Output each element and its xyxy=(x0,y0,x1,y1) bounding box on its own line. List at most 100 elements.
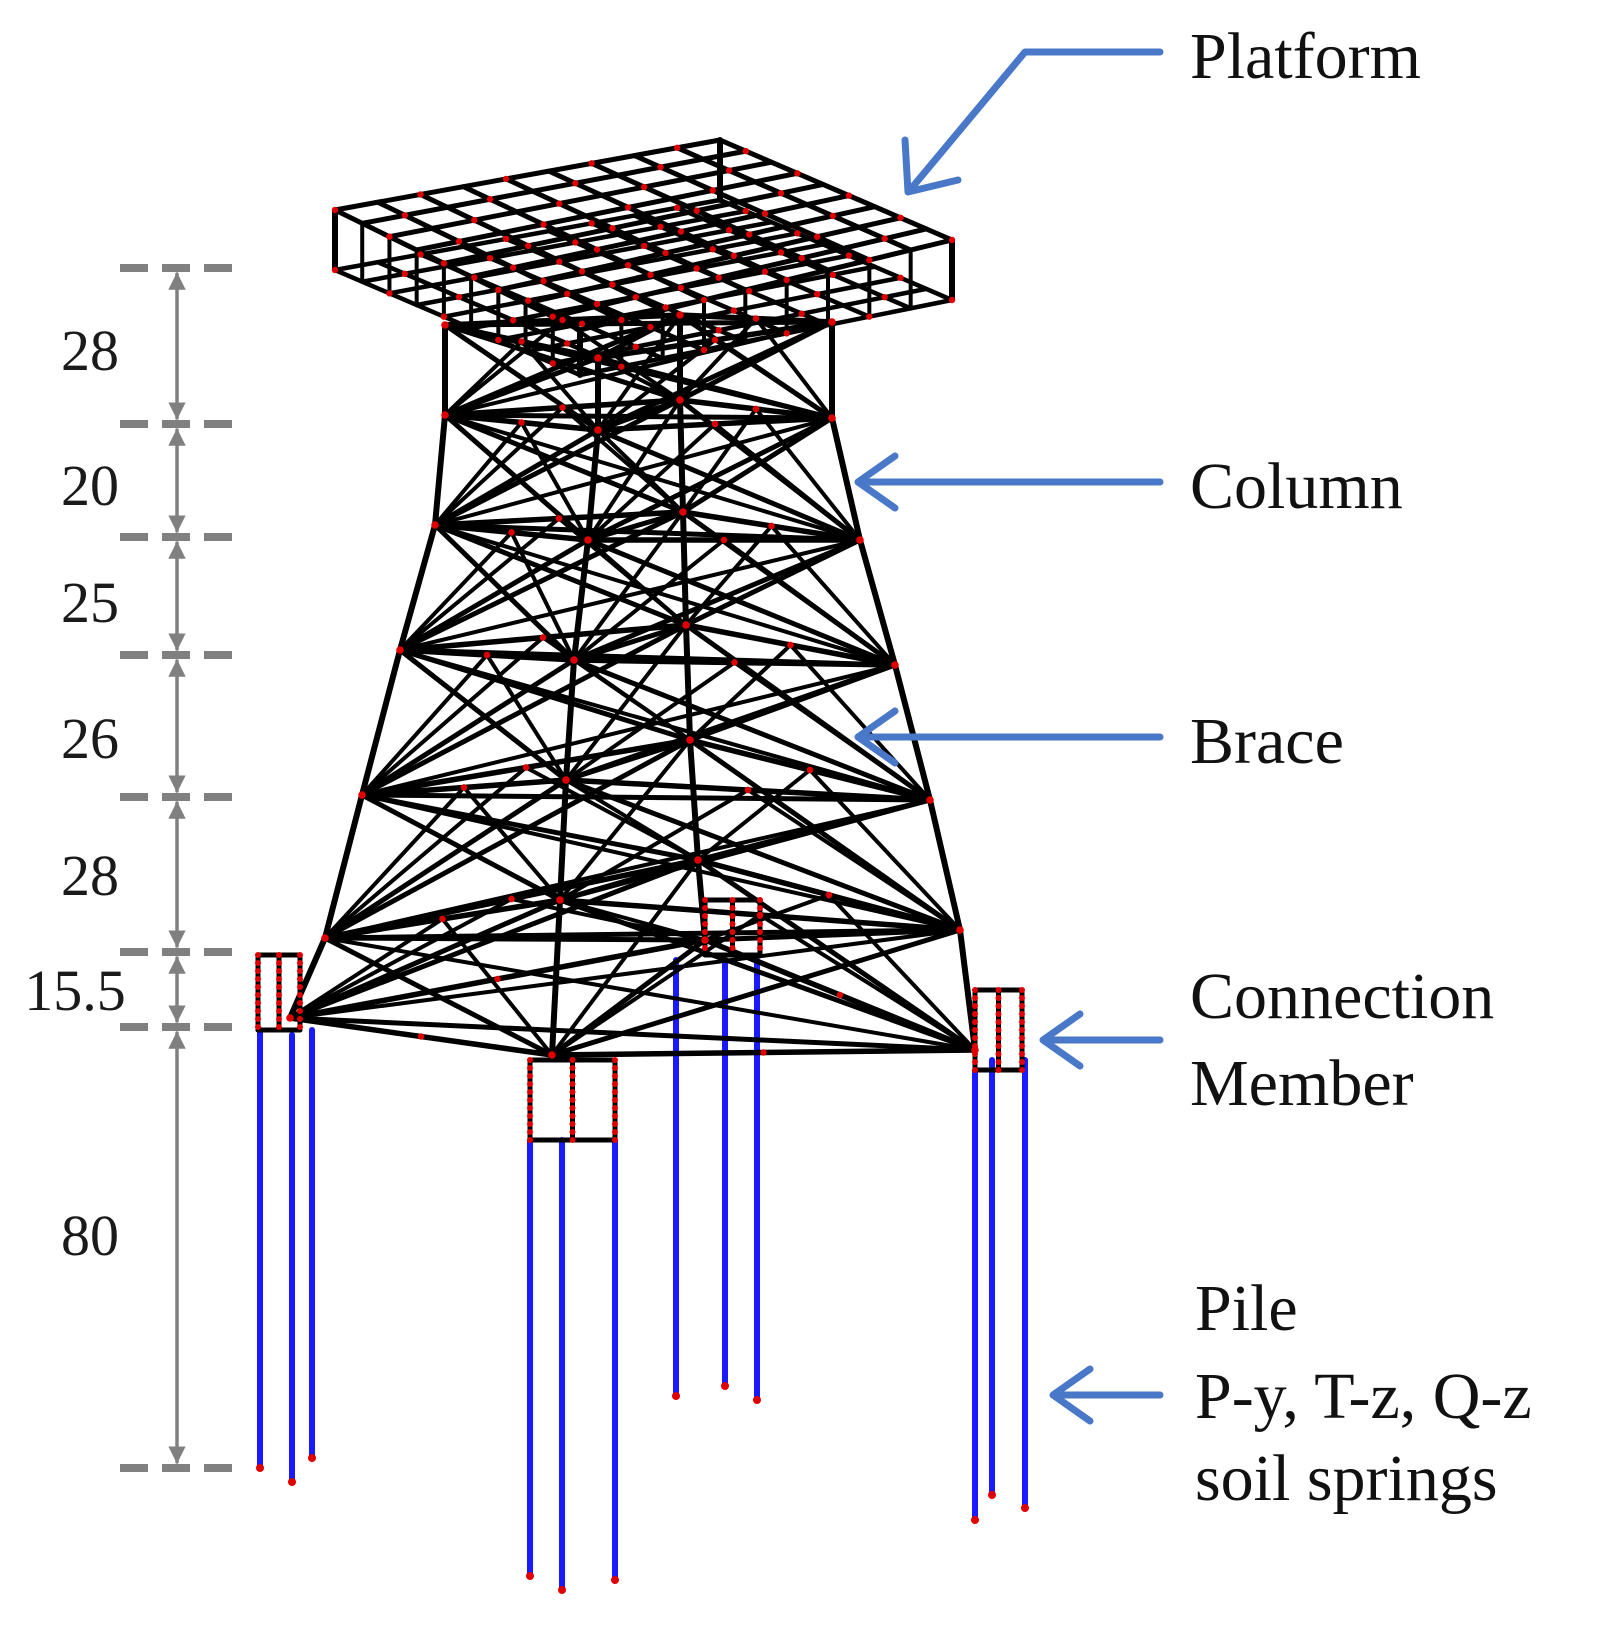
node xyxy=(569,1137,576,1143)
node xyxy=(856,536,864,544)
brace xyxy=(596,356,682,402)
node xyxy=(556,896,564,904)
node xyxy=(676,396,684,404)
node xyxy=(612,1105,618,1111)
node xyxy=(308,1454,316,1462)
plan-brace xyxy=(287,1015,978,1053)
brace xyxy=(585,537,898,668)
node xyxy=(995,987,1002,993)
label-column: Column xyxy=(1190,450,1403,523)
node xyxy=(276,952,282,958)
node xyxy=(255,992,261,998)
node xyxy=(752,405,760,413)
platform-member xyxy=(386,159,775,240)
node xyxy=(956,926,964,934)
node xyxy=(486,196,494,203)
brace xyxy=(558,788,750,902)
node xyxy=(746,231,753,238)
brace xyxy=(695,857,978,1053)
brace xyxy=(398,530,514,652)
node xyxy=(286,1014,294,1022)
node xyxy=(297,1000,303,1006)
node xyxy=(813,233,821,240)
node xyxy=(995,1003,1002,1009)
node xyxy=(702,945,708,951)
node xyxy=(527,1097,533,1103)
node xyxy=(715,327,722,334)
node xyxy=(518,419,525,426)
column-arrow xyxy=(854,452,1164,512)
node xyxy=(618,316,625,324)
piles xyxy=(257,957,1028,1593)
node xyxy=(297,952,303,958)
platform-member xyxy=(589,221,831,328)
brace xyxy=(433,523,897,667)
node xyxy=(676,311,684,319)
node xyxy=(569,1065,576,1071)
node xyxy=(988,1491,996,1499)
platform-member xyxy=(332,267,583,378)
brace xyxy=(443,318,565,417)
node xyxy=(548,1051,556,1059)
node xyxy=(276,992,282,998)
brace xyxy=(360,635,545,797)
node xyxy=(995,1043,1002,1049)
node xyxy=(881,235,888,242)
brace xyxy=(586,398,682,542)
node xyxy=(700,346,708,354)
node xyxy=(777,190,785,197)
node xyxy=(972,1019,978,1025)
brace xyxy=(558,898,707,942)
node xyxy=(700,296,708,304)
node xyxy=(255,952,261,958)
node xyxy=(588,160,595,167)
brace xyxy=(398,516,561,652)
node xyxy=(829,212,837,220)
node xyxy=(564,340,571,347)
node xyxy=(760,1049,767,1056)
node xyxy=(594,426,602,434)
node xyxy=(1019,1035,1025,1041)
node xyxy=(753,1396,761,1404)
node xyxy=(540,277,547,285)
node xyxy=(926,796,934,804)
brace xyxy=(683,622,933,803)
node xyxy=(331,206,339,214)
node xyxy=(761,210,769,217)
brace xyxy=(509,530,576,662)
node xyxy=(679,508,687,516)
node xyxy=(995,1059,1002,1065)
node xyxy=(1019,1011,1025,1017)
node xyxy=(276,1008,282,1014)
brace xyxy=(360,653,489,797)
node xyxy=(757,929,763,935)
jacket-frame xyxy=(255,312,1025,1143)
node xyxy=(508,895,515,903)
platform-member xyxy=(332,137,723,213)
node xyxy=(509,264,517,271)
node xyxy=(836,991,844,999)
brace xyxy=(323,765,528,940)
node xyxy=(972,1003,978,1009)
node xyxy=(526,1572,534,1580)
node xyxy=(276,976,282,982)
brace xyxy=(549,927,963,1058)
node xyxy=(995,1067,1002,1073)
node xyxy=(572,239,579,246)
node xyxy=(682,621,690,629)
node xyxy=(828,318,836,326)
node xyxy=(1019,1067,1025,1073)
callout-labels: Platform Column Brace Connection Member … xyxy=(1190,20,1532,1515)
node xyxy=(757,945,763,951)
node xyxy=(897,214,904,221)
node xyxy=(972,1035,978,1041)
node xyxy=(806,766,814,774)
node xyxy=(569,1105,576,1111)
column-member xyxy=(829,415,863,543)
platform-member xyxy=(717,197,955,303)
node xyxy=(674,144,681,151)
column-member xyxy=(680,509,689,628)
node xyxy=(1019,1027,1025,1033)
node xyxy=(881,293,888,301)
